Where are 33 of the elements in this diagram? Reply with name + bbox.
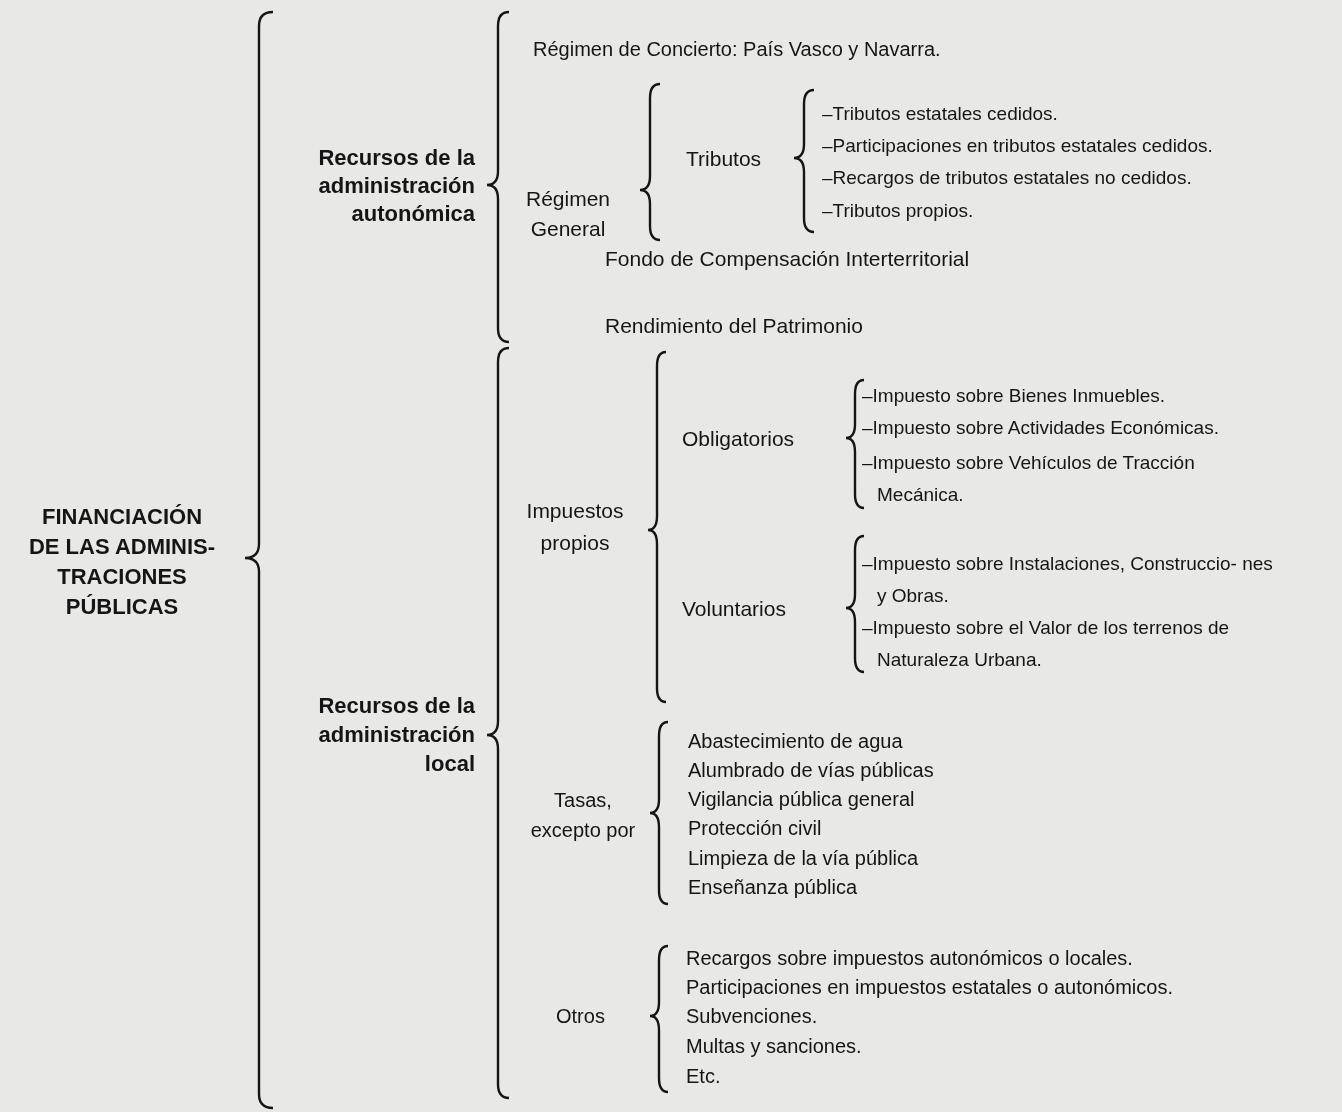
item-text: Recargos sobre impuestos autonómicos o locales.: [686, 946, 1134, 971]
item-text: Enseñanza pública: [688, 875, 858, 900]
item-text: –Impuesto sobre el Valor de los terrenos de Naturaleza Urbana.: [862, 616, 1231, 672]
item-text: Impuestos propios: [525, 498, 625, 556]
category-heading: Recursos de la administración local: [317, 692, 475, 778]
item-text: Vigilancia pública general: [688, 787, 916, 812]
item-text: Obligatorios: [682, 426, 796, 452]
item-text: Multas y sanciones.: [686, 1034, 863, 1059]
item-text: –Tributos estatales cedidos.: [822, 102, 1059, 126]
item-text: –Impuesto sobre Vehículos de Tracción Mecánica.: [862, 451, 1196, 507]
item-text: Rendimiento del Patrimonio: [605, 313, 864, 339]
item-text: Subvenciones.: [686, 1004, 819, 1029]
item-text: –Impuesto sobre Instalaciones, Construccio- nes y Obras.: [862, 552, 1274, 608]
item-text: –Impuesto sobre Bienes Inmuebles.: [862, 384, 1167, 408]
item-text: Protección civil: [688, 816, 823, 841]
item-text: Tasas, excepto por: [529, 788, 637, 843]
item-text: Abastecimiento de agua: [688, 729, 904, 754]
item-text: Etc.: [686, 1064, 722, 1089]
item-text: –Impuesto sobre Actividades Económicas.: [862, 416, 1220, 440]
item-text: Alumbrado de vías públicas: [688, 758, 935, 783]
item-text: Participaciones en impuestos estatales o autonómicos.: [686, 975, 1174, 1000]
category-heading: FINANCIACIÓN DE LAS ADMINIS- TRACIONES PÚBLICAS: [27, 503, 217, 621]
item-text: Voluntarios: [682, 596, 787, 622]
item-text: –Participaciones en tributos estatales cedidos.: [822, 134, 1214, 158]
item-text: Régimen de Concierto: País Vasco y Navarra.: [533, 37, 942, 62]
item-text: Fondo de Compensación Interterritorial: [605, 246, 971, 272]
item-text: Otros: [556, 1004, 606, 1029]
item-text: Tributos: [686, 146, 763, 172]
category-heading: Recursos de la administración autonómica: [317, 144, 475, 228]
item-text: Régimen General: [524, 186, 611, 242]
item-text: –Tributos propios.: [822, 199, 975, 223]
item-text: –Recargos de tributos estatales no cedidos.: [822, 166, 1193, 190]
item-text: Limpieza de la vía pública: [688, 846, 920, 871]
